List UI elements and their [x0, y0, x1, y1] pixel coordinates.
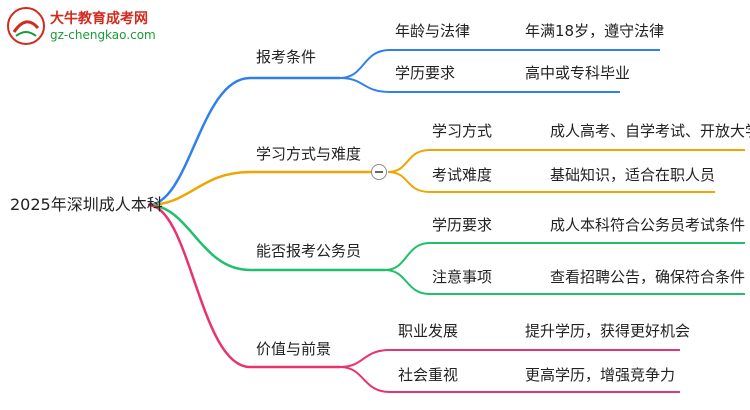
- logo-url: gz-chengkao.com: [50, 28, 156, 42]
- b4-child-1-detail: 提升学历，获得更好机会: [525, 322, 691, 340]
- connector-b3-c1: [384, 242, 745, 271]
- b3-child-1-label[interactable]: 学历要求: [432, 216, 493, 234]
- branch-3-label[interactable]: 能否报考公务员: [256, 242, 362, 260]
- b1-child-1-label[interactable]: 年龄与法律: [395, 22, 471, 40]
- b3-child-1-detail: 成人本科符合公务员考试条件: [550, 216, 746, 234]
- connector-root-branch-4: [147, 203, 340, 369]
- connector-b2-c2: [387, 171, 715, 193]
- connector-b3-c2: [384, 269, 745, 295]
- b2-child-2-label[interactable]: 考试难度: [432, 166, 493, 184]
- b1-child-2-label[interactable]: 学历要求: [395, 64, 456, 82]
- branch-2-label[interactable]: 学习方式与难度: [256, 145, 362, 163]
- b3-child-2-label[interactable]: 注意事项: [432, 268, 493, 286]
- connector-b4-c2: [339, 366, 680, 393]
- branch-1-label[interactable]: 报考条件: [256, 48, 317, 66]
- collapse-toggle-button[interactable]: [371, 164, 387, 180]
- b1-child-2-detail: 高中或专科毕业: [525, 64, 631, 82]
- b2-child-1-detail: 成人高考、自学考试、开放大学: [550, 122, 750, 140]
- b4-child-1-label[interactable]: 职业发展: [398, 322, 459, 340]
- connector-b2-c1: [387, 149, 745, 173]
- logo-mark-icon: [7, 7, 45, 45]
- connector-b1-c2: [339, 77, 620, 93]
- logo-title: 大牛教育成考网: [50, 11, 148, 27]
- b4-child-2-detail: 更高学历，增强竞争力: [525, 366, 676, 384]
- b2-child-1-label[interactable]: 学习方式: [432, 122, 493, 140]
- branch-4-label[interactable]: 价值与前景: [256, 340, 332, 358]
- connector-b4-c1: [339, 349, 680, 368]
- b1-child-1-detail: 年满18岁，遵守法律: [525, 22, 665, 40]
- connector-b1-c1: [339, 49, 660, 79]
- connector-root-branch-2: [147, 170, 372, 207]
- b4-child-2-label[interactable]: 社会重视: [398, 366, 459, 384]
- root-node[interactable]: 2025年深圳成人本科: [10, 195, 163, 214]
- b3-child-2-detail: 查看招聘公告，确保符合条件: [550, 268, 746, 286]
- b2-child-2-detail: 基础知识，适合在职人员: [550, 166, 716, 184]
- connector-root-branch-3: [147, 203, 385, 272]
- site-logo: 大牛教育成考网 gz-chengkao.com: [6, 4, 176, 50]
- connector-root-branch-1: [147, 76, 340, 207]
